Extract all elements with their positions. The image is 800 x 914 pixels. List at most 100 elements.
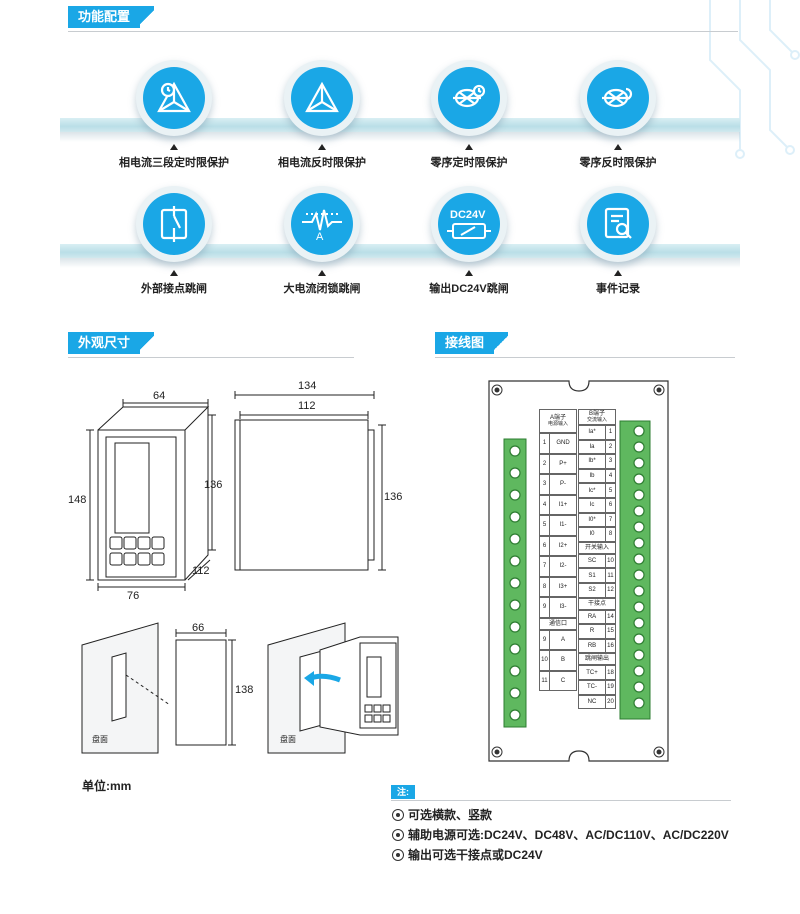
section-functions-title: 功能配置 xyxy=(68,6,155,28)
terminal-label: GND xyxy=(549,433,577,454)
terminal-label: C xyxy=(549,670,577,691)
terminal-label: NC xyxy=(578,694,606,710)
terminal-number: 7 xyxy=(605,512,616,528)
function-item: DC24V 输出DC24V跳闸 xyxy=(394,186,544,296)
terminal-number: 20 xyxy=(605,694,616,710)
b-header: B端子交流输入 xyxy=(578,409,616,425)
unit-label: 单位:mm xyxy=(82,779,132,793)
terminal-label: I2- xyxy=(549,556,577,577)
terminal-number: 18 xyxy=(605,665,616,680)
switch-icon xyxy=(143,193,205,255)
svg-text:A: A xyxy=(316,231,324,243)
dim-cutout-width: 66 xyxy=(192,622,205,634)
terminal-label: RA xyxy=(578,609,606,625)
function-item: 相电流三段定时限保护 xyxy=(99,60,249,170)
terminal-label: P- xyxy=(549,474,577,495)
section-functions-header: 功能配置 xyxy=(68,6,738,32)
dim-side-total: 134 xyxy=(298,380,317,392)
terminal-label: I0* xyxy=(578,512,606,528)
terminal-label: R xyxy=(578,624,606,639)
dim-depth: 112 xyxy=(192,565,210,577)
note-item: 输出可选干接点或DC24V xyxy=(392,846,543,863)
terminal-label: Ia xyxy=(578,439,606,455)
function-item: 零序反时限保护 xyxy=(543,60,693,170)
terminal-number: 19 xyxy=(605,680,616,695)
terminal-number: 4 xyxy=(605,468,616,484)
terminal-number: 11 xyxy=(605,568,616,583)
terminal-group-label: 干接点 xyxy=(578,597,616,610)
dim-cutout-height: 138 xyxy=(235,684,254,696)
terminal-label: S2 xyxy=(578,583,606,598)
section-dimensions-title: 外观尺寸 xyxy=(68,332,155,354)
terminal-label: Ib xyxy=(578,468,606,484)
section-wiring-header: 接线图 xyxy=(435,332,735,358)
clock-triangle-icon xyxy=(143,67,205,129)
dim-front-height: 148 xyxy=(68,494,87,506)
section-wiring-title: 接线图 xyxy=(435,332,509,354)
terminal-label: I1- xyxy=(549,515,577,536)
bullet-icon xyxy=(392,809,404,821)
terminal-number: 1 xyxy=(605,425,616,440)
dimension-drawings xyxy=(81,391,399,754)
triangle-icon xyxy=(291,67,353,129)
terminal-label: TC+ xyxy=(578,665,606,680)
terminal-label: Ic xyxy=(578,498,606,513)
waveform-icon: A xyxy=(291,193,353,255)
function-item: 事件记录 xyxy=(543,186,693,296)
terminal-label: I1+ xyxy=(549,494,577,515)
terminal-label: P+ xyxy=(549,453,577,474)
terminal-group-label: 通信口 xyxy=(539,617,577,630)
terminal-number: 15 xyxy=(605,624,616,639)
terminal-number: 16 xyxy=(605,638,616,654)
terminal-group-label: 跳闸输出 xyxy=(578,653,616,666)
terminal-label: S1 xyxy=(578,568,606,583)
terminal-label: TC- xyxy=(578,680,606,695)
circuit-decoration xyxy=(709,0,800,159)
bullet-icon xyxy=(392,849,404,861)
bullet-icon xyxy=(392,829,404,841)
terminal-label: B xyxy=(549,650,577,671)
section-dimensions-header: 外观尺寸 xyxy=(68,332,354,358)
terminal-label: A xyxy=(549,629,577,650)
function-item: 相电流反时限保护 xyxy=(247,60,397,170)
terminal-label: SC xyxy=(578,553,606,569)
terminal-label: Ib* xyxy=(578,454,606,469)
zero-sequence-icon xyxy=(587,67,649,129)
terminal-label: I0 xyxy=(578,527,606,542)
terminal-label: I3+ xyxy=(549,576,577,597)
panel-label: 盘面 xyxy=(280,735,296,744)
terminal-label: I3- xyxy=(549,597,577,618)
dim-side-body: 112 xyxy=(298,400,316,412)
terminal-label: RB xyxy=(578,638,606,654)
shelf-row-1 xyxy=(60,118,740,142)
notes-tag: 注: xyxy=(391,785,415,799)
terminal-group-label: 开关输入 xyxy=(578,541,616,554)
dim-depth-height: 136 xyxy=(204,479,223,491)
dim-side-height: 136 xyxy=(384,491,403,503)
shelf-row-2 xyxy=(60,244,740,268)
function-item: A 大电流闭锁跳闸 xyxy=(247,186,397,296)
panel-label: 盘面 xyxy=(92,735,108,744)
a-header: A端子电源输入 xyxy=(539,409,577,433)
terminal-number: 3 xyxy=(605,454,616,469)
zero-sequence-clock-icon xyxy=(438,67,500,129)
terminal-number: 10 xyxy=(605,553,616,569)
function-item: 外部接点跳闸 xyxy=(99,186,249,296)
dc24v-icon: DC24V xyxy=(438,193,500,255)
note-item: 可选横款、竖款 xyxy=(392,806,492,823)
svg-text:DC24V: DC24V xyxy=(450,209,486,221)
notes-header: 注: xyxy=(391,785,731,801)
terminal-number: 5 xyxy=(605,483,616,498)
function-item: 零序定时限保护 xyxy=(394,60,544,170)
terminal-label: I2+ xyxy=(549,535,577,556)
dim-front-width: 64 xyxy=(153,390,166,402)
terminal-number: 12 xyxy=(605,583,616,598)
terminal-label: Ic* xyxy=(578,483,606,498)
terminal-number: 14 xyxy=(605,609,616,625)
terminal-label: Ia* xyxy=(578,425,606,440)
note-item: 辅助电源可选:DC24V、DC48V、AC/DC110V、AC/DC220V xyxy=(392,826,729,843)
terminal-number: 6 xyxy=(605,498,616,513)
terminal-number: 2 xyxy=(605,439,616,455)
